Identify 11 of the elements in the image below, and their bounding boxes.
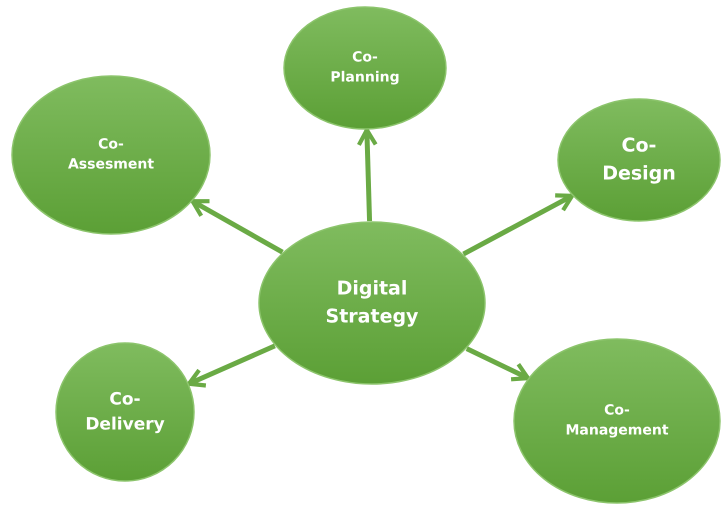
arrow (462, 193, 574, 256)
node-label: Co- Assesment (66, 136, 156, 175)
node-label: Co- Design (601, 133, 677, 186)
node-label: Co- Delivery (84, 388, 166, 436)
arrow (190, 199, 284, 254)
arrow (186, 344, 276, 388)
arrow (466, 346, 530, 382)
arrow (356, 128, 378, 222)
node-label: Co- Management (564, 402, 670, 441)
node-label: Co- Planning (329, 48, 401, 88)
node-label: Digital Strategy (324, 276, 420, 329)
